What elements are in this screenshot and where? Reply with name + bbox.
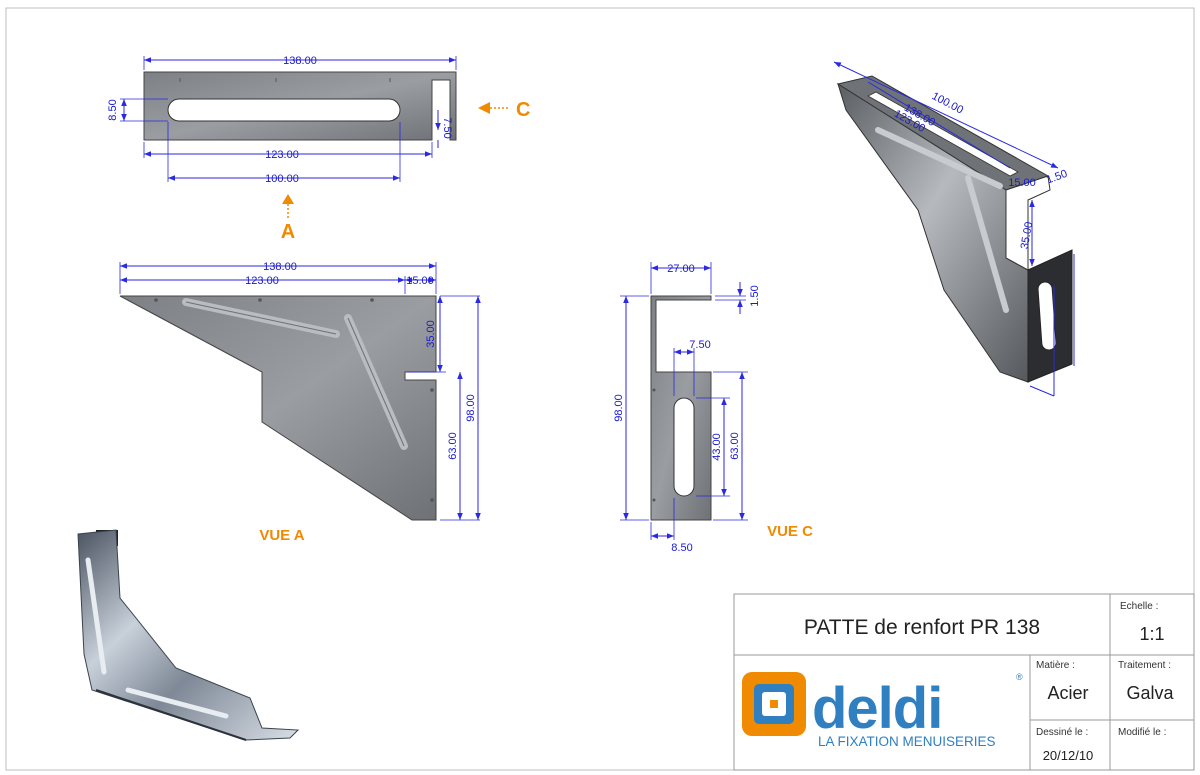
vue-a-plate — [119, 295, 437, 521]
iso-dim-d: 35.00 — [1019, 221, 1036, 250]
top-view: 138.00 123.00 100.00 8.50 7.50 — [107, 55, 457, 185]
modified-label: Modifié le : — [1118, 727, 1166, 738]
deldi-logo: deldi ® LA FIXATION MENUISERIES — [742, 672, 1023, 749]
treatment-value: Galva — [1126, 683, 1174, 703]
title-block: PATTE de renfort PR 138 Echelle : 1:1 Ma… — [733, 593, 1195, 771]
top-dim-overall: 138.00 — [283, 55, 317, 67]
top-dim-slot-length: 123.00 — [265, 149, 299, 161]
drawing-title: PATTE de renfort PR 138 — [804, 616, 1040, 639]
vue-c-dim-slot-height: 43.00 — [711, 433, 723, 461]
material-label: Matière : — [1036, 660, 1075, 671]
brand-name: deldi — [812, 676, 942, 741]
vue-a: 138.00 123.00 15.00 35.00 63.00 98.00 VU… — [119, 261, 481, 544]
view-arrow-c: C — [478, 99, 530, 121]
vue-c: 27.00 1.50 7.50 8.50 98.00 43.00 63.00 V… — [613, 262, 813, 554]
vue-c-dim-lower-height: 63.00 — [729, 432, 741, 460]
vue-a-dim-base: 123.00 — [245, 275, 279, 287]
brand-tagline: LA FIXATION MENUISERIES — [818, 734, 996, 749]
iso-dim-e: 15.00 — [1008, 177, 1036, 189]
scale-label: Echelle : — [1120, 601, 1158, 612]
vue-c-dim-slot-width: 7.50 — [689, 339, 710, 351]
top-view-slot — [167, 98, 401, 122]
view-arrow-a: A — [281, 194, 295, 243]
iso-view: 100.00 138.00 123.00 15.00 1.50 35.00 — [833, 61, 1075, 397]
view-arrow-c-label: C — [516, 99, 530, 121]
product-photo — [77, 529, 300, 741]
iso-dim-f: 1.50 — [1045, 168, 1069, 187]
brand-registered: ® — [1016, 672, 1023, 682]
vue-c-dim-thickness: 1.50 — [749, 285, 761, 306]
top-dim-slot-inner: 100.00 — [265, 173, 299, 185]
view-arrow-a-label: A — [281, 221, 295, 243]
top-dim-height: 8.50 — [107, 99, 119, 120]
vue-c-dim-width: 27.00 — [667, 263, 695, 275]
treatment-label: Traitement : — [1118, 660, 1171, 671]
vue-c-slot — [673, 397, 695, 497]
vue-a-dim-step: 15.00 — [406, 275, 434, 287]
vue-c-label: VUE C — [767, 523, 813, 540]
vue-a-dim-lower-height: 63.00 — [447, 432, 459, 460]
scale-value: 1:1 — [1139, 624, 1164, 644]
top-dim-lip: 7.50 — [441, 117, 453, 138]
vue-c-dim-slot-offset: 8.50 — [671, 542, 692, 554]
vue-a-label: VUE A — [259, 527, 304, 544]
sheet-border — [5, 7, 1195, 771]
drawn-label: Dessiné le : — [1036, 727, 1088, 738]
vue-a-dim-step-height: 35.00 — [425, 320, 437, 348]
vue-c-dim-total-height: 98.00 — [613, 394, 625, 422]
vue-a-dim-overall: 138.00 — [263, 261, 297, 273]
vue-a-dim-total-height: 98.00 — [465, 394, 477, 422]
drawn-value: 20/12/10 — [1043, 748, 1094, 763]
material-value: Acier — [1047, 683, 1088, 703]
